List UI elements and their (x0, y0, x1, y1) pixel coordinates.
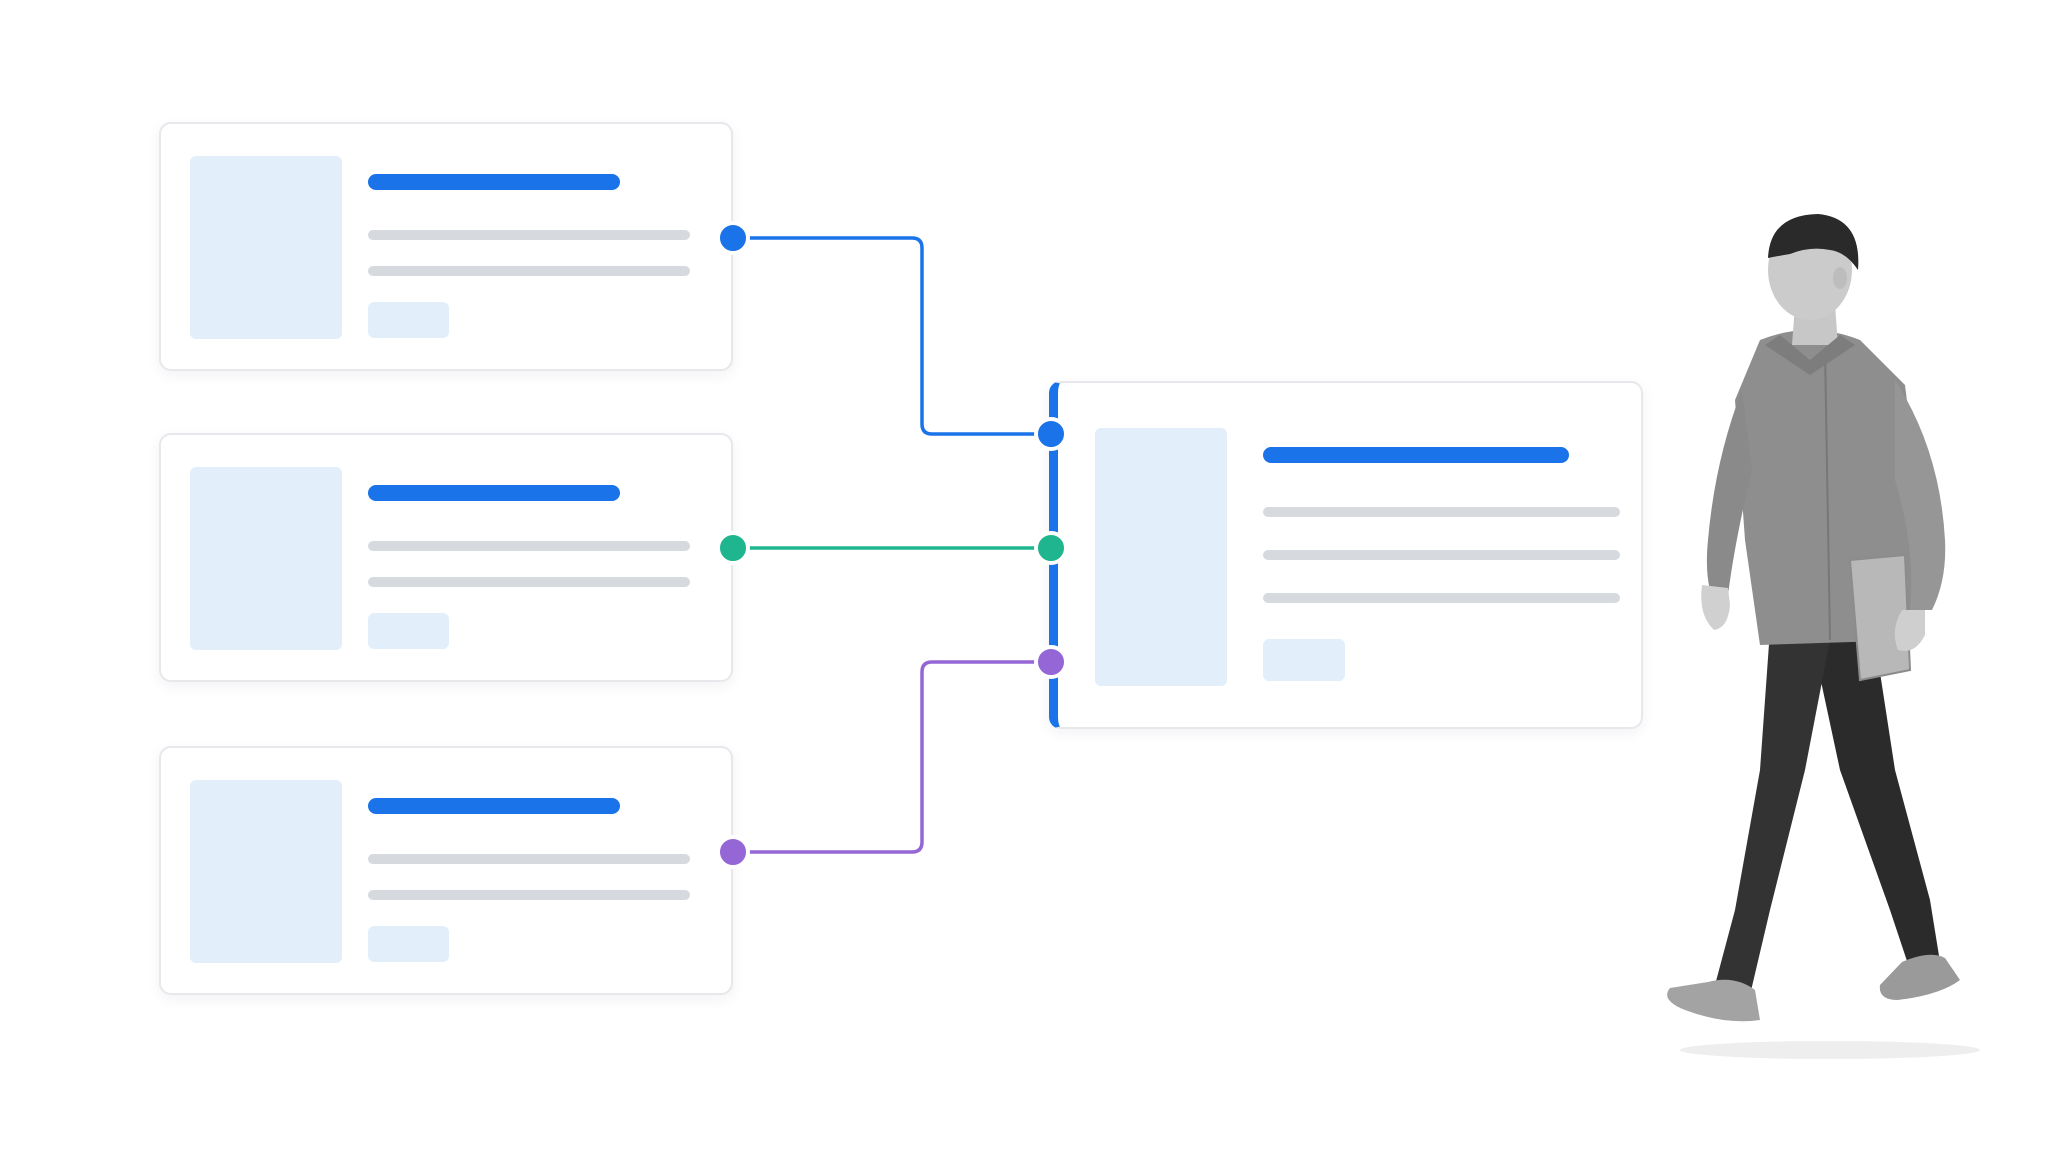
image-placeholder (190, 780, 342, 963)
target-card[interactable] (1049, 381, 1643, 729)
title-placeholder-bar (368, 798, 620, 814)
source-card-3[interactable] (159, 746, 733, 995)
image-placeholder (1095, 428, 1227, 686)
title-placeholder-bar (368, 485, 620, 501)
text-placeholder-line (368, 230, 690, 240)
button-placeholder[interactable] (1263, 639, 1345, 681)
source-card-2[interactable] (159, 433, 733, 682)
text-placeholder-line (368, 541, 690, 551)
button-placeholder[interactable] (368, 613, 449, 649)
image-placeholder (190, 467, 342, 650)
text-placeholder-line (368, 266, 690, 276)
connector-line-blue (733, 236, 1051, 436)
button-placeholder[interactable] (368, 926, 449, 962)
text-placeholder-line (368, 854, 690, 864)
title-placeholder-bar (368, 174, 620, 190)
title-placeholder-bar (1263, 447, 1569, 463)
source-card-1[interactable] (159, 122, 733, 371)
connector-line-purple (733, 660, 1051, 854)
text-placeholder-line (1263, 593, 1620, 603)
image-placeholder (190, 156, 342, 339)
button-placeholder[interactable] (368, 302, 449, 338)
person-walking-icon (1667, 214, 1980, 1059)
text-placeholder-line (368, 890, 690, 900)
text-placeholder-line (1263, 550, 1620, 560)
text-placeholder-line (1263, 507, 1620, 517)
text-placeholder-line (368, 577, 690, 587)
